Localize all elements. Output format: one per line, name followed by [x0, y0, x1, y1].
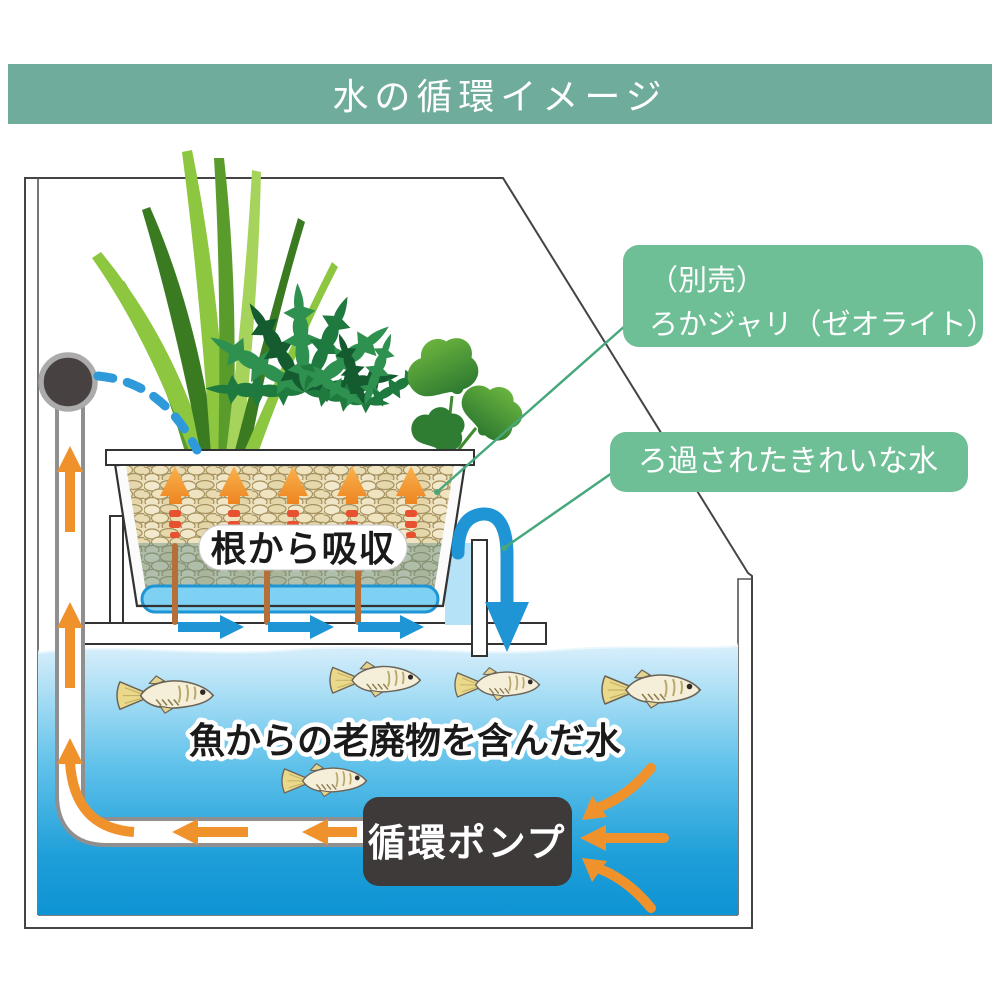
circulation-pipe	[55, 398, 366, 847]
page-title: 水の循環イメージ	[332, 76, 668, 117]
water-surface-line	[37, 643, 739, 654]
planter-rim	[105, 449, 475, 466]
planter-water-layer	[140, 584, 440, 614]
absorption-label-text: 根から吸収	[210, 528, 395, 569]
title-banner: 水の循環イメージ	[8, 64, 992, 124]
callout-clean-water-text: ろ過されたきれいな水	[638, 445, 938, 478]
callout-zeolite-line2: ろかジャリ（ゼオライト）	[649, 309, 996, 341]
clean-water-arrows	[178, 615, 424, 639]
pipe-flow-arrows	[57, 446, 357, 845]
pump-label: 循環ポンプ	[368, 823, 567, 865]
callout-clean-water: ろ過されたきれいな水	[610, 432, 968, 492]
pump-intake-arrows	[580, 763, 669, 913]
outlet-spout	[38, 352, 98, 412]
plants	[92, 150, 532, 470]
overflow-arrow	[451, 507, 529, 652]
callout-leader-lines	[434, 324, 627, 551]
spray-dashed-arc	[93, 371, 202, 455]
callout-zeolite-line1: （別売）	[649, 265, 766, 297]
callout-zeolite: （別売） ろかジャリ（ゼオライト）	[623, 245, 996, 347]
waste-water-label: 魚からの老廃物を含んだ水	[189, 720, 622, 761]
overflow-outlet-wall	[471, 539, 488, 657]
circulation-pump	[363, 797, 572, 886]
absorption-label: 根から吸収	[198, 524, 408, 571]
